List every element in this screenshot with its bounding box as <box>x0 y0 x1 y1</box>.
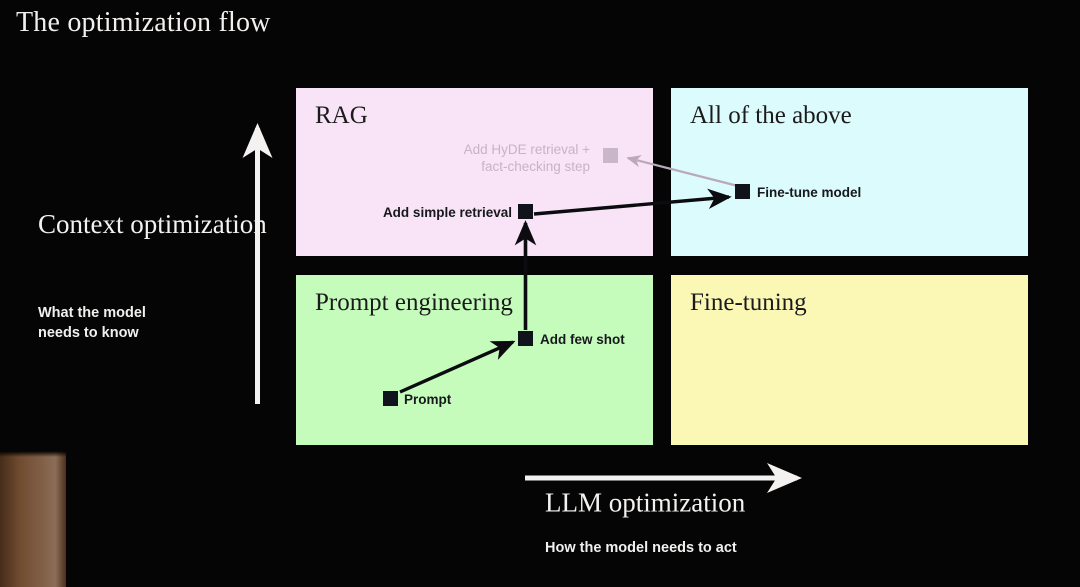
y-axis-subtitle-line1: What the model <box>38 305 146 321</box>
quadrant-title-all-of-the-above: All of the above <box>690 102 852 129</box>
node-label-add-hyde-line1: Add HyDE retrieval + <box>463 142 590 157</box>
quadrant-prompt-engineering: Prompt engineering <box>296 275 653 445</box>
quadrant-title-rag: RAG <box>315 102 368 129</box>
quadrant-title-fine-tuning: Fine-tuning <box>690 289 807 316</box>
quadrant-fine-tuning: Fine-tuning <box>671 275 1028 445</box>
y-axis-subtitle: What the model needs to know <box>38 303 146 343</box>
quadrant-rag: RAG <box>296 88 653 256</box>
node-add-hyde[interactable] <box>603 148 618 163</box>
node-prompt[interactable] <box>383 391 398 406</box>
x-axis-subtitle: How the model needs to act <box>545 540 737 556</box>
wood-texture-strip <box>0 451 66 587</box>
node-label-fine-tune-model: Fine-tune model <box>757 185 862 200</box>
wood-sheen <box>0 451 66 587</box>
x-axis-title: LLM optimization <box>545 487 746 518</box>
node-add-simple-retrieval[interactable] <box>518 204 533 219</box>
quadrant-title-prompt-engineering: Prompt engineering <box>315 289 513 316</box>
node-label-add-few-shot: Add few shot <box>540 332 625 347</box>
node-label-prompt: Prompt <box>404 392 452 407</box>
wood-top-fade <box>0 451 66 457</box>
page-title: The optimization flow <box>16 7 271 38</box>
node-label-add-simple-retrieval: Add simple retrieval <box>382 205 512 220</box>
quadrant-all-of-the-above: All of the above <box>671 88 1028 256</box>
y-axis-subtitle-line2: needs to know <box>38 325 139 341</box>
node-fine-tune-model[interactable] <box>735 184 750 199</box>
node-add-few-shot[interactable] <box>518 331 533 346</box>
node-label-add-hyde-line2: fact-checking step <box>481 158 590 174</box>
y-axis-title: Context optimization <box>38 209 267 239</box>
